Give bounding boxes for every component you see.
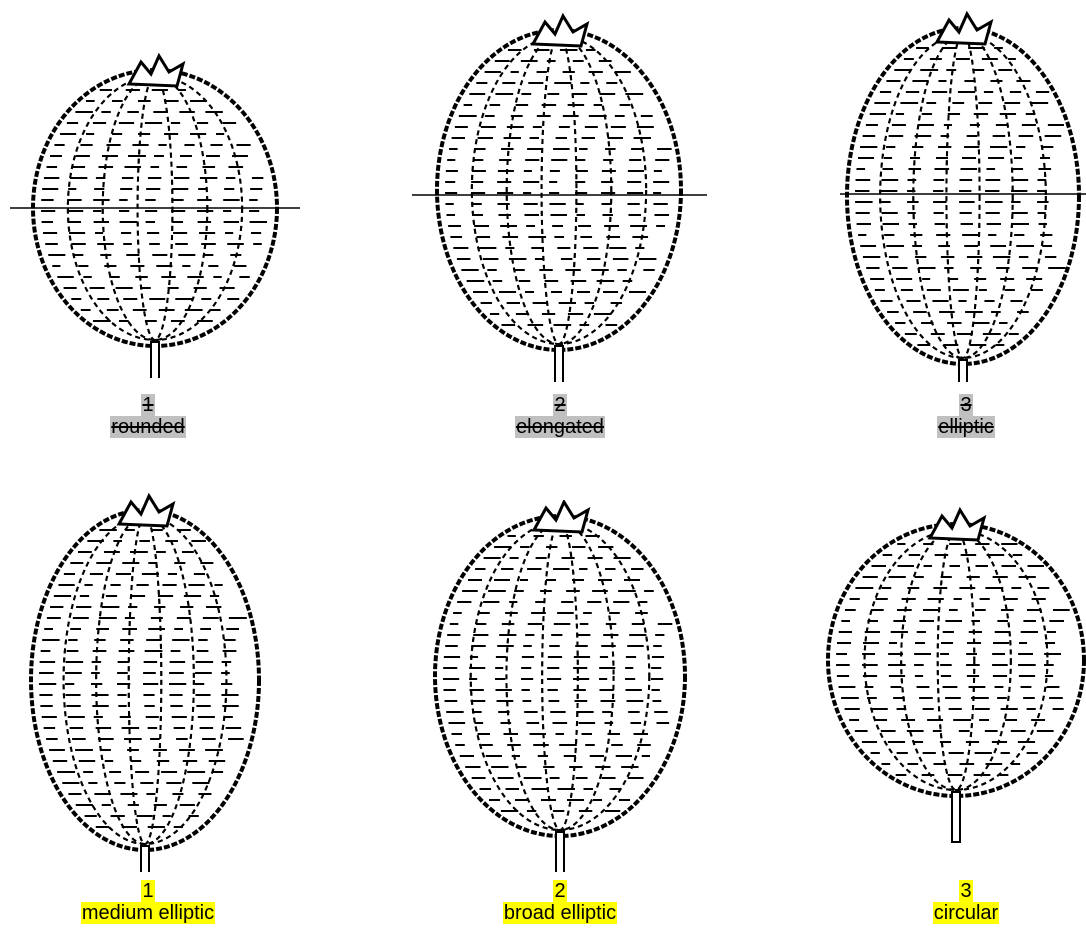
shape-label: medium elliptic (81, 902, 215, 924)
shape-label: elongated (515, 416, 605, 438)
fruit-outline (31, 510, 259, 850)
shape-number: 3 (959, 394, 972, 416)
fruit-illustration-medium-elliptic (20, 492, 270, 872)
fruit-stem (141, 846, 149, 872)
shape-label: circular (933, 902, 999, 924)
fruit-body (31, 510, 259, 850)
fruit-crown (119, 496, 173, 526)
fruit-outline (847, 28, 1079, 364)
fruit-illustration-elliptic (840, 4, 1086, 382)
shape-label: broad elliptic (503, 902, 617, 924)
shape-number: 1 (141, 394, 154, 416)
fruit-body (847, 28, 1079, 364)
fruit-crown (930, 510, 984, 540)
fruit-illustration-elongated (412, 12, 707, 382)
fruit-illustration-circular (826, 500, 1086, 850)
shape-number: 3 (959, 880, 972, 902)
fruit-stem (151, 342, 159, 378)
shape-number: 2 (553, 394, 566, 416)
shape-label: elliptic (937, 416, 995, 438)
fruit-illustration-rounded (10, 38, 300, 378)
fruit-stem (556, 832, 564, 872)
fruit-body (828, 524, 1084, 796)
fruit-outline (828, 524, 1084, 796)
shape-number: 2 (553, 880, 566, 902)
fruit-crown (533, 16, 587, 46)
fruit-stem (555, 346, 563, 382)
fruit-stem (952, 792, 960, 842)
fruit-illustration-broad-elliptic (420, 500, 700, 872)
fruit-crown (937, 14, 991, 44)
fruit-body (437, 30, 681, 350)
fruit-crown (129, 56, 183, 86)
fruit-stem (959, 360, 967, 382)
fruit-crown (534, 502, 588, 532)
shape-number: 1 (141, 880, 154, 902)
shape-label: rounded (110, 416, 185, 438)
fruit-body (435, 516, 685, 836)
